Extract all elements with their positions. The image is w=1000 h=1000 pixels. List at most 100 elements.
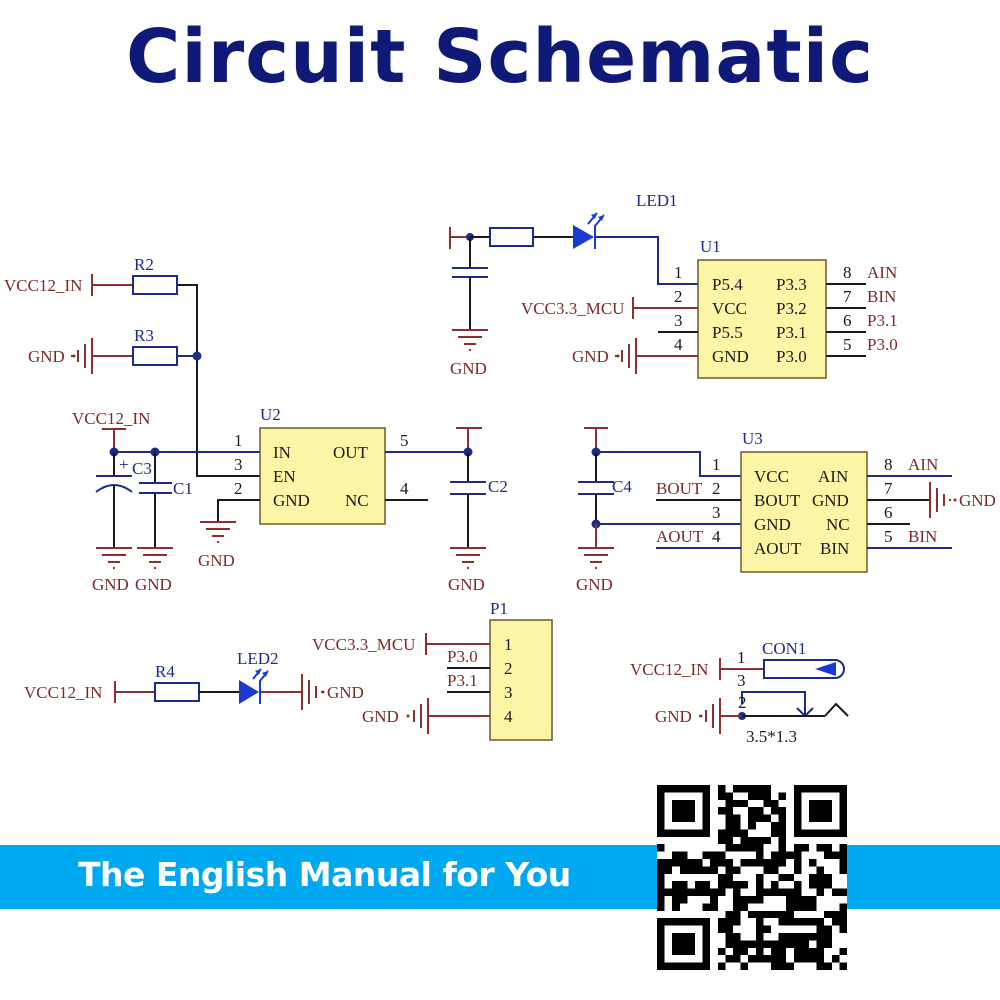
svg-text:1: 1: [504, 635, 513, 654]
net-label-gnd: GND: [135, 575, 172, 594]
svg-text:1: 1: [737, 648, 746, 667]
led2-diode-icon: [239, 680, 259, 704]
net-label-vcc12: VCC12_IN: [72, 409, 150, 428]
svg-text:AIN: AIN: [818, 467, 848, 486]
net-label-gnd: GND: [327, 683, 364, 702]
svg-text:3: 3: [712, 503, 721, 522]
led2-branch: VCC12_IN R4 LED2 GND: [24, 649, 364, 711]
p1-designator: P1: [490, 599, 508, 618]
resistor-r2: [132, 275, 178, 295]
svg-text:NC: NC: [345, 491, 369, 510]
c1-label: C1: [173, 479, 193, 498]
chip-u1: U1 VCC3.3_MCU GND 1 2 3 4 P5.4 VCC P5.5 …: [521, 237, 898, 379]
svg-text:5: 5: [884, 527, 893, 546]
r4-label: R4: [155, 662, 175, 681]
svg-text:P3.1: P3.1: [776, 323, 807, 342]
input-capacitors: VCC12_IN + C3 C1 GND GND: [72, 409, 260, 594]
u1-designator: U1: [700, 237, 721, 256]
net-label-gnd: GND: [572, 347, 609, 366]
svg-text:BIN: BIN: [867, 287, 896, 306]
net-label-gnd: GND: [450, 359, 487, 378]
svg-text:IN: IN: [273, 443, 291, 462]
banner-text: The English Manual for You: [78, 855, 571, 894]
ground-icon: [136, 547, 174, 569]
chip-u2: U2 1 3 2 IN EN GND OUT NC 5 4 GND: [198, 405, 468, 570]
svg-text:3: 3: [737, 671, 746, 690]
svg-text:2: 2: [712, 479, 721, 498]
svg-text:VCC: VCC: [754, 467, 789, 486]
svg-text:BOUT: BOUT: [656, 479, 703, 498]
svg-text:VCC: VCC: [712, 299, 747, 318]
svg-text:3: 3: [234, 455, 243, 474]
r3-label: R3: [134, 326, 154, 345]
net-label-gnd: GND: [959, 491, 996, 510]
net-label-gnd: GND: [655, 707, 692, 726]
svg-text:AIN: AIN: [908, 455, 938, 474]
svg-text:AOUT: AOUT: [656, 527, 704, 546]
ground-icon: [449, 547, 487, 569]
output-capacitor-c2: C2 GND: [448, 427, 508, 594]
ground-icon: [95, 547, 133, 569]
dc-jack-con1: CON1 VCC12_IN 1 3 2 GND 3.5*1.3: [630, 639, 849, 746]
c2-label: C2: [488, 477, 508, 496]
svg-text:P3.0: P3.0: [867, 335, 898, 354]
svg-text:5: 5: [843, 335, 852, 354]
led1-branch: LED1 GND: [449, 191, 698, 378]
net-label-gnd: GND: [92, 575, 129, 594]
svg-text:2: 2: [674, 287, 683, 306]
svg-text:7: 7: [884, 479, 893, 498]
net-label-gnd: GND: [576, 575, 613, 594]
page-title: Circuit Schematic: [126, 14, 874, 100]
svg-text:AOUT: AOUT: [754, 539, 802, 558]
svg-text:5: 5: [400, 431, 409, 450]
svg-text:EN: EN: [273, 467, 296, 486]
circuit-schematic: VCC12_IN R2 GND R3 VCC12_IN + C3 C1: [4, 191, 996, 746]
ground-icon: [699, 697, 721, 735]
ground-icon: [577, 547, 615, 569]
ground-icon: [301, 673, 323, 711]
svg-text:GND: GND: [273, 491, 310, 510]
svg-text:2: 2: [234, 479, 243, 498]
svg-text:4: 4: [674, 335, 683, 354]
svg-text:1: 1: [674, 263, 683, 282]
u3-designator: U3: [742, 429, 763, 448]
svg-text:2: 2: [738, 693, 747, 712]
r2-label: R2: [134, 255, 154, 274]
svg-text:GND: GND: [812, 491, 849, 510]
net-label-gnd: GND: [198, 551, 235, 570]
svg-text:4: 4: [400, 479, 409, 498]
resistor-r3: [132, 346, 178, 366]
svg-text:1: 1: [712, 455, 721, 474]
ground-icon: [407, 697, 429, 735]
svg-text:BIN: BIN: [908, 527, 937, 546]
svg-text:GND: GND: [754, 515, 791, 534]
svg-text:GND: GND: [712, 347, 749, 366]
chip-u3: C4 GND U3 1 BOUT 2 3 AOUT 4 VCC BOUT GND…: [576, 427, 996, 594]
led1-diode-icon: [573, 225, 594, 249]
resistor-led1: [489, 227, 534, 247]
svg-text:P3.1: P3.1: [447, 671, 478, 690]
ground-icon: [929, 481, 951, 519]
svg-text:4: 4: [504, 707, 513, 726]
c4-label: C4: [612, 477, 632, 496]
svg-text:3: 3: [504, 683, 513, 702]
svg-text:P3.0: P3.0: [447, 647, 478, 666]
net-label-gnd: GND: [362, 707, 399, 726]
net-label-vcc33: VCC3.3_MCU: [521, 299, 624, 318]
svg-text:VCC3.3_MCU: VCC3.3_MCU: [312, 635, 415, 654]
qr-code-icon[interactable]: [657, 785, 847, 970]
svg-text:8: 8: [843, 263, 852, 282]
c3-label: C3: [132, 459, 152, 478]
svg-text:4: 4: [712, 527, 721, 546]
svg-text:8: 8: [884, 455, 893, 474]
svg-text:P3.1: P3.1: [867, 311, 898, 330]
junction-dot: [192, 351, 202, 361]
net-label-gnd: GND: [448, 575, 485, 594]
svg-text:6: 6: [843, 311, 852, 330]
u2-designator: U2: [260, 405, 281, 424]
ground-icon: [451, 329, 489, 351]
svg-text:P5.4: P5.4: [712, 275, 743, 294]
svg-text:7: 7: [843, 287, 852, 306]
svg-text:P3.0: P3.0: [776, 347, 807, 366]
net-label-vcc12: VCC12_IN: [4, 276, 82, 295]
